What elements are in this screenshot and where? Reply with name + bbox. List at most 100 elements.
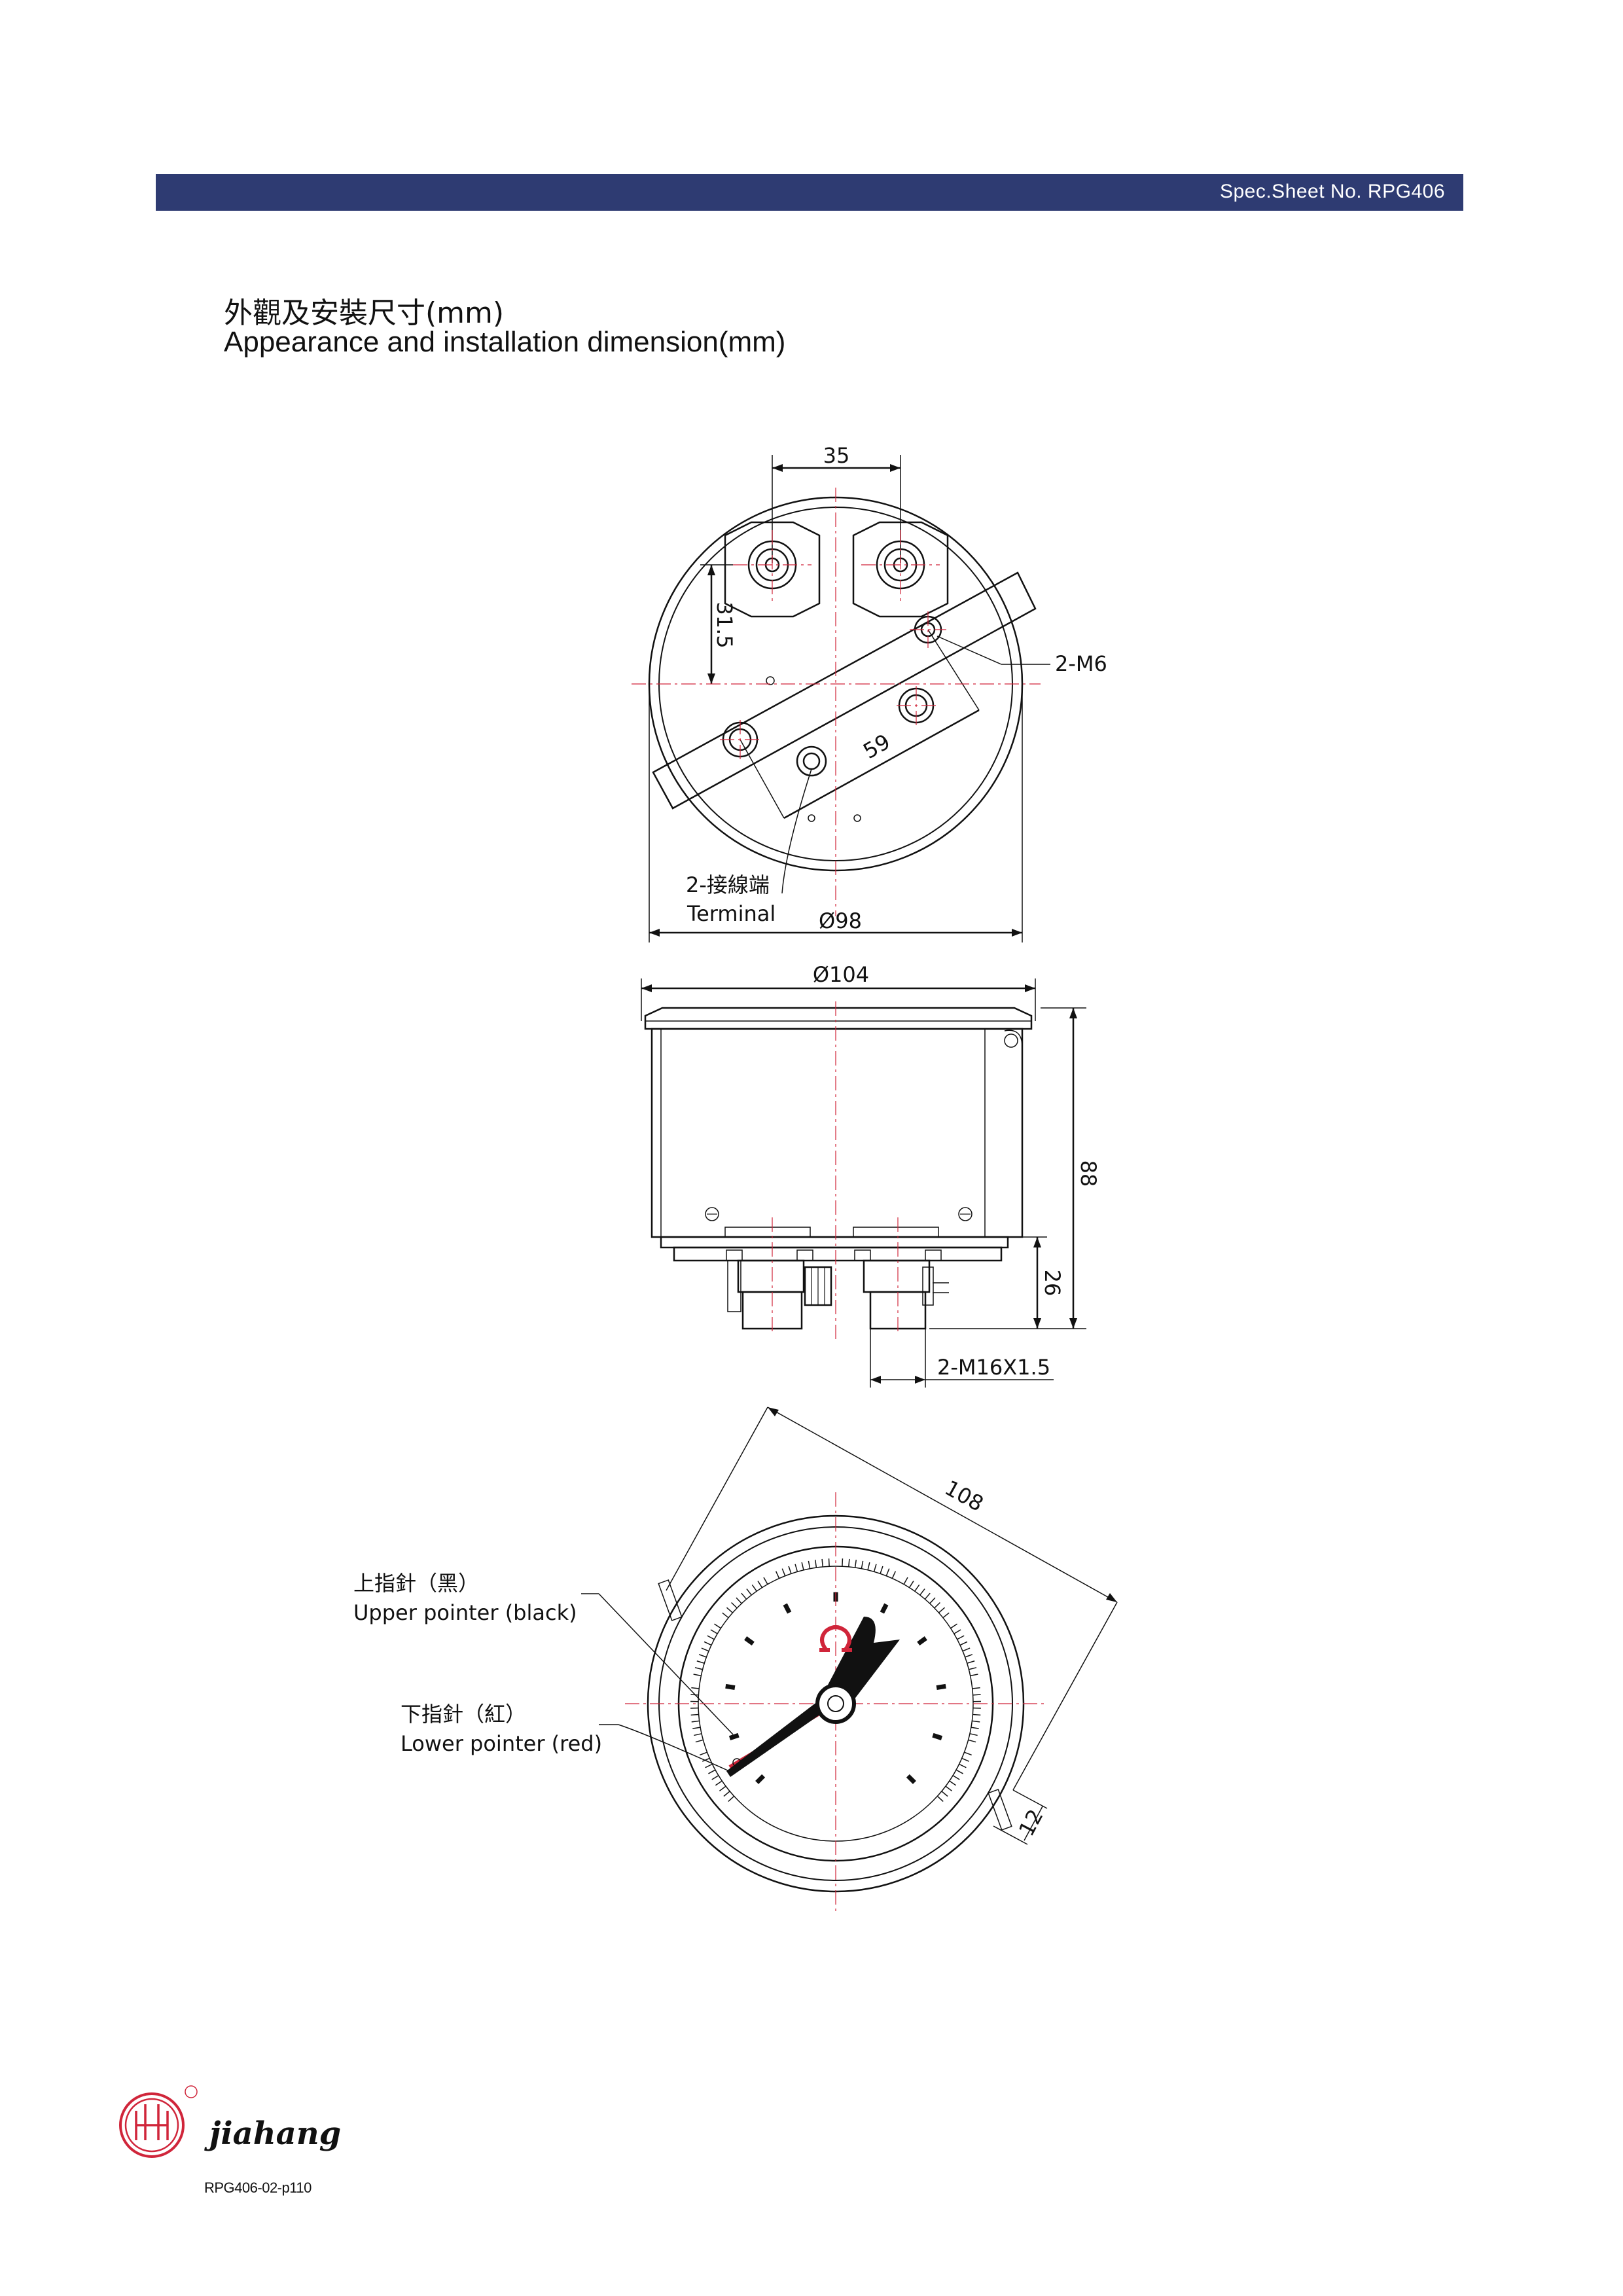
scale-minor-tick bbox=[880, 1566, 883, 1574]
terminal-label-en: Terminal bbox=[687, 901, 776, 926]
scale-minor-tick bbox=[972, 1720, 980, 1723]
scale-minor-tick bbox=[842, 1558, 844, 1567]
scale-minor-tick bbox=[949, 1780, 957, 1786]
scale-minor-tick bbox=[828, 1558, 830, 1567]
scale-minor-tick bbox=[707, 1635, 715, 1640]
scale-minor-tick bbox=[972, 1713, 981, 1716]
scale-minor-tick bbox=[741, 1592, 747, 1600]
scale-minor-tick bbox=[700, 1751, 707, 1756]
scale-major-tick bbox=[932, 1732, 943, 1740]
side-view bbox=[641, 978, 1086, 1388]
scale-minor-tick bbox=[969, 1667, 977, 1670]
scale-minor-tick bbox=[726, 1607, 733, 1613]
scale-minor-tick bbox=[763, 1577, 768, 1585]
scale-minor-tick bbox=[736, 1597, 742, 1604]
header-bar: Spec.Sheet No. RPG406 bbox=[156, 174, 1463, 211]
document-code: RPG406-02-p110 bbox=[204, 2179, 312, 2196]
scale-minor-tick bbox=[891, 1571, 897, 1579]
scale-minor-tick bbox=[694, 1733, 702, 1736]
scale-minor-tick bbox=[728, 1795, 735, 1802]
scale-minor-tick bbox=[775, 1571, 780, 1579]
scale-major-tick bbox=[725, 1683, 736, 1691]
scale-minor-tick bbox=[788, 1566, 792, 1574]
scale-minor-ticks bbox=[690, 1558, 981, 1802]
brand-name: jiahang bbox=[209, 2115, 342, 2152]
lower-pointer-label-zh: 下指針（紅） bbox=[401, 1702, 526, 1727]
scale-minor-tick bbox=[719, 1785, 726, 1791]
scale-minor-tick bbox=[691, 1720, 700, 1723]
dim-59: 59 bbox=[859, 729, 894, 764]
scale-minor-tick bbox=[969, 1733, 978, 1736]
scale-minor-tick bbox=[705, 1763, 713, 1768]
scale-minor-tick bbox=[942, 1612, 950, 1619]
scale-minor-tick bbox=[961, 1757, 970, 1762]
scale-minor-tick bbox=[967, 1660, 975, 1664]
scale-minor-tick bbox=[929, 1597, 936, 1604]
scale-minor-tick bbox=[692, 1727, 701, 1729]
scale-minor-tick bbox=[801, 1562, 804, 1570]
scale-minor-tick bbox=[701, 1647, 709, 1652]
scale-minor-tick bbox=[695, 1739, 704, 1743]
dim-diameter-98: Ø98 bbox=[819, 908, 862, 933]
scale-minor-tick bbox=[959, 1763, 967, 1768]
section-title-zh: 外觀及安裝尺寸(mm) bbox=[224, 296, 505, 330]
scale-minor-tick bbox=[794, 1564, 798, 1572]
upper-pointer-label-zh: 上指針（黑） bbox=[353, 1571, 479, 1596]
scale-minor-tick bbox=[955, 1769, 963, 1774]
scale-minor-tick bbox=[941, 1791, 948, 1797]
scale-minor-tick bbox=[919, 1588, 925, 1596]
scale-minor-tick bbox=[723, 1791, 730, 1797]
scale-minor-tick bbox=[711, 1775, 719, 1780]
scale-minor-tick bbox=[970, 1674, 978, 1677]
scale-minor-tick bbox=[814, 1560, 817, 1568]
thread-label-m16: 2-M16X1.5 bbox=[937, 1355, 1050, 1380]
pointer-tip-marker bbox=[732, 1758, 741, 1767]
screw-label-2-m6: 2-M6 bbox=[1055, 651, 1107, 676]
scale-minor-tick bbox=[696, 1660, 705, 1664]
scale-major-tick bbox=[880, 1603, 889, 1614]
scale-minor-tick bbox=[714, 1623, 721, 1629]
scale-major-tick bbox=[906, 1774, 916, 1784]
terminal-label-zh: 2-接線端 bbox=[686, 872, 770, 897]
scale-minor-tick bbox=[731, 1602, 738, 1609]
scale-minor-tick bbox=[854, 1560, 857, 1568]
scale-minor-tick bbox=[694, 1667, 703, 1670]
scale-minor-tick bbox=[861, 1560, 864, 1569]
scale-minor-tick bbox=[704, 1641, 712, 1646]
scale-minor-tick bbox=[914, 1584, 920, 1592]
scale-minor-tick bbox=[964, 1751, 972, 1756]
scale-minor-tick bbox=[971, 1727, 979, 1729]
scale-minor-tick bbox=[903, 1577, 908, 1585]
scale-minor-tick bbox=[954, 1629, 961, 1634]
scale-minor-tick bbox=[708, 1769, 716, 1774]
dim-108: 108 bbox=[940, 1475, 988, 1516]
scale-major-tick bbox=[783, 1603, 792, 1614]
side-view-centerlines bbox=[772, 1001, 899, 1342]
scale-minor-tick bbox=[710, 1629, 718, 1634]
scale-minor-tick bbox=[950, 1623, 957, 1629]
scale-major-tick bbox=[917, 1636, 927, 1646]
back-view-centerlines bbox=[632, 488, 1041, 916]
scale-minor-tick bbox=[821, 1558, 823, 1568]
scale-major-tick bbox=[755, 1774, 766, 1784]
scale-minor-tick bbox=[867, 1562, 870, 1570]
scale-minor-tick bbox=[691, 1687, 700, 1689]
scale-minor-tick bbox=[751, 1584, 757, 1592]
dim-diameter-104: Ø104 bbox=[813, 962, 869, 987]
scale-minor-tick bbox=[702, 1757, 710, 1762]
scale-minor-tick bbox=[952, 1775, 960, 1780]
scale-minor-tick bbox=[968, 1739, 976, 1743]
scale-minor-tick bbox=[938, 1607, 946, 1613]
scale-minor-tick bbox=[781, 1568, 786, 1577]
scale-minor-tick bbox=[715, 1780, 722, 1786]
scale-minor-tick bbox=[965, 1654, 973, 1658]
scale-minor-tick bbox=[757, 1581, 763, 1588]
scale-minor-tick bbox=[959, 1641, 968, 1646]
scale-minor-tick bbox=[690, 1713, 699, 1716]
dim-12: 12 bbox=[1014, 1805, 1048, 1840]
scale-minor-tick bbox=[693, 1674, 702, 1677]
section-title-en: Appearance and installation dimension(mm… bbox=[224, 326, 786, 358]
scale-minor-tick bbox=[934, 1602, 940, 1609]
pointer-pin bbox=[827, 1695, 844, 1712]
